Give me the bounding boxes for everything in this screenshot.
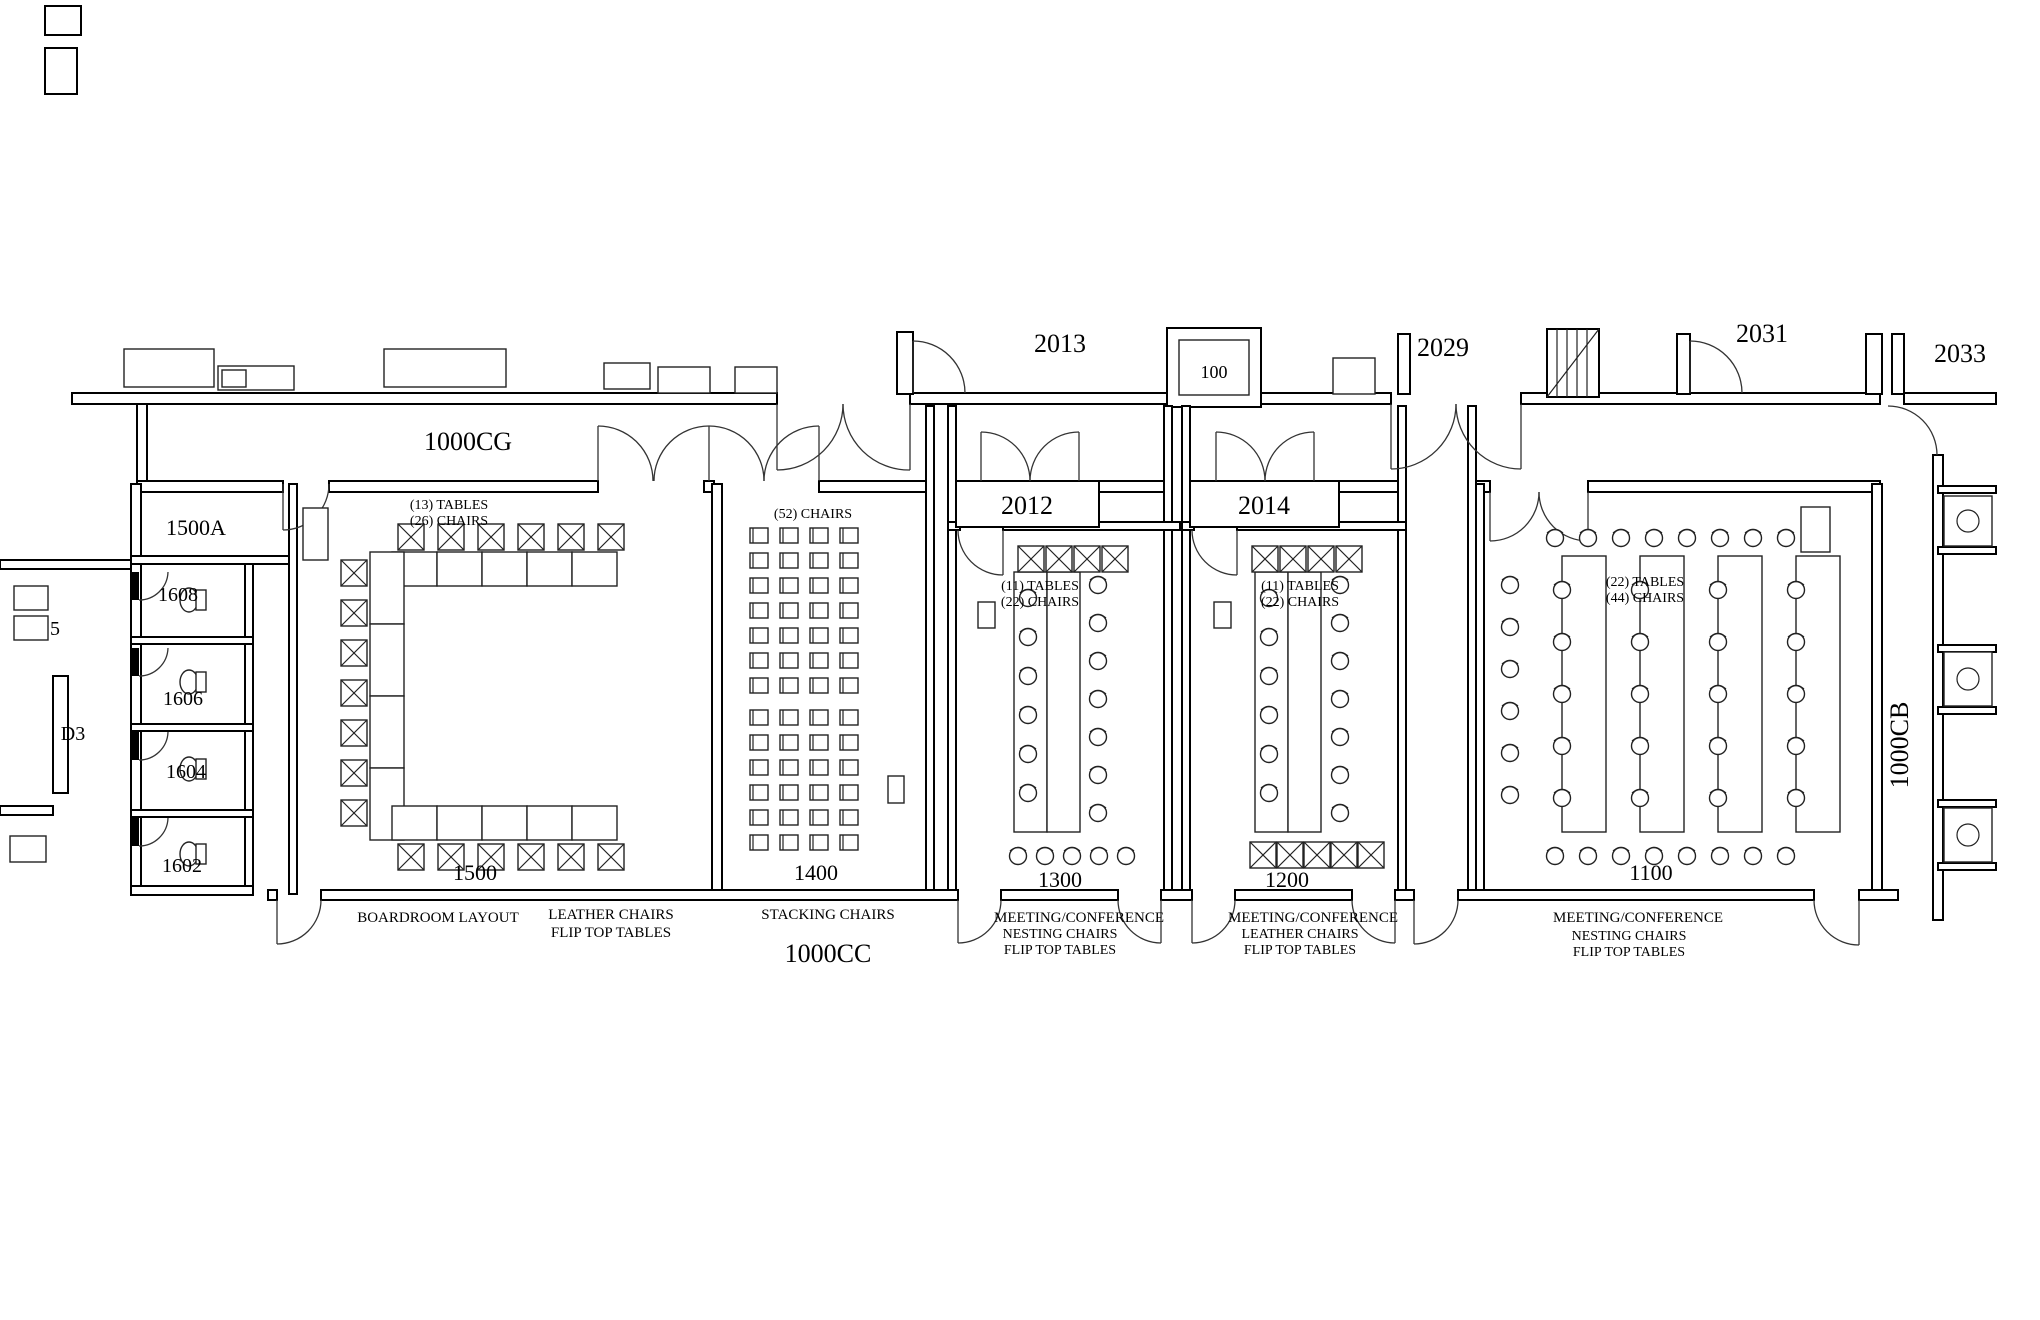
room-2012-label: 2012 <box>1001 491 1053 520</box>
note-1300-tables: (11) TABLES <box>1001 579 1079 594</box>
room-2033-label: 2033 <box>1934 339 1986 368</box>
note-1100-nesting: NESTING CHAIRS <box>1572 929 1687 944</box>
note-1400-chairs: (52) CHAIRS <box>774 507 852 522</box>
furniture-room-1300 <box>977 545 1136 866</box>
note-1300-flip-top: FLIP TOP TABLES <box>1004 943 1116 958</box>
room-2031-label: 2031 <box>1736 319 1788 348</box>
walls-layer <box>0 5 1997 921</box>
note-1500-leather-chairs: LEATHER CHAIRS <box>548 907 673 923</box>
note-1500-chairs: (26) CHAIRS <box>410 514 488 529</box>
room-2029-label: 2029 <box>1417 333 1469 362</box>
room-1604-label: 1604 <box>166 761 206 783</box>
elevator-label: 100 <box>1201 362 1228 382</box>
room-2014-label: 2014 <box>1238 491 1290 520</box>
note-1100-tables: (22) TABLES <box>1606 575 1684 590</box>
room-1300-label: 1300 <box>1038 867 1082 892</box>
furniture-room-1200 <box>1213 545 1385 869</box>
note-1500-flip-top: FLIP TOP TABLES <box>551 925 671 941</box>
corridor-right-label: 1000CB <box>1885 702 1914 789</box>
room-1400-label: 1400 <box>794 860 838 885</box>
note-1500-tables: (13) TABLES <box>410 498 488 513</box>
note-1300-nesting: NESTING CHAIRS <box>1003 927 1118 942</box>
furniture-room-1100 <box>1500 506 1841 866</box>
corridor-bottom-label: 1000CC <box>785 939 872 968</box>
note-1100-meeting: MEETING/CONFERENCE <box>1553 910 1723 926</box>
note-boardroom-layout: BOARDROOM LAYOUT <box>357 910 519 926</box>
note-1200-chairs: (22) CHAIRS <box>1261 595 1339 610</box>
note-1200-tables: (11) TABLES <box>1261 579 1339 594</box>
room-1608-label: 1608 <box>158 584 198 606</box>
note-1400-stacking: STACKING CHAIRS <box>761 907 894 923</box>
room-1500-label: 1500 <box>453 860 497 885</box>
room-1200-label: 1200 <box>1265 867 1309 892</box>
partial-label-5: 5 <box>50 618 60 640</box>
furniture-room-1400 <box>749 527 905 851</box>
room-2013-label: 2013 <box>1034 329 1086 358</box>
room-1500a-label: 1500A <box>166 515 226 540</box>
partial-label-d3: D3 <box>61 723 85 745</box>
note-1200-meeting: MEETING/CONFERENCE <box>1228 910 1398 926</box>
doors-layer <box>132 340 1938 946</box>
furniture-room-1500 <box>302 507 625 871</box>
corridor-top-label: 1000CG <box>424 427 512 456</box>
note-1200-flip-top: FLIP TOP TABLES <box>1244 943 1356 958</box>
room-1100-label: 1100 <box>1629 860 1672 885</box>
room-1606-label: 1606 <box>163 688 203 710</box>
note-1100-chairs: (44) CHAIRS <box>1606 591 1684 606</box>
room-1602-label: 1602 <box>162 855 202 877</box>
note-1100-flip-top: FLIP TOP TABLES <box>1573 945 1685 960</box>
note-1300-meeting: MEETING/CONFERENCE <box>994 910 1164 926</box>
labels-layer: 1000CG 1000CC 1000CB 1500A 1608 1606 160… <box>50 319 1986 968</box>
note-1200-leather: LEATHER CHAIRS <box>1241 927 1358 942</box>
note-1300-chairs: (22) CHAIRS <box>1001 595 1079 610</box>
